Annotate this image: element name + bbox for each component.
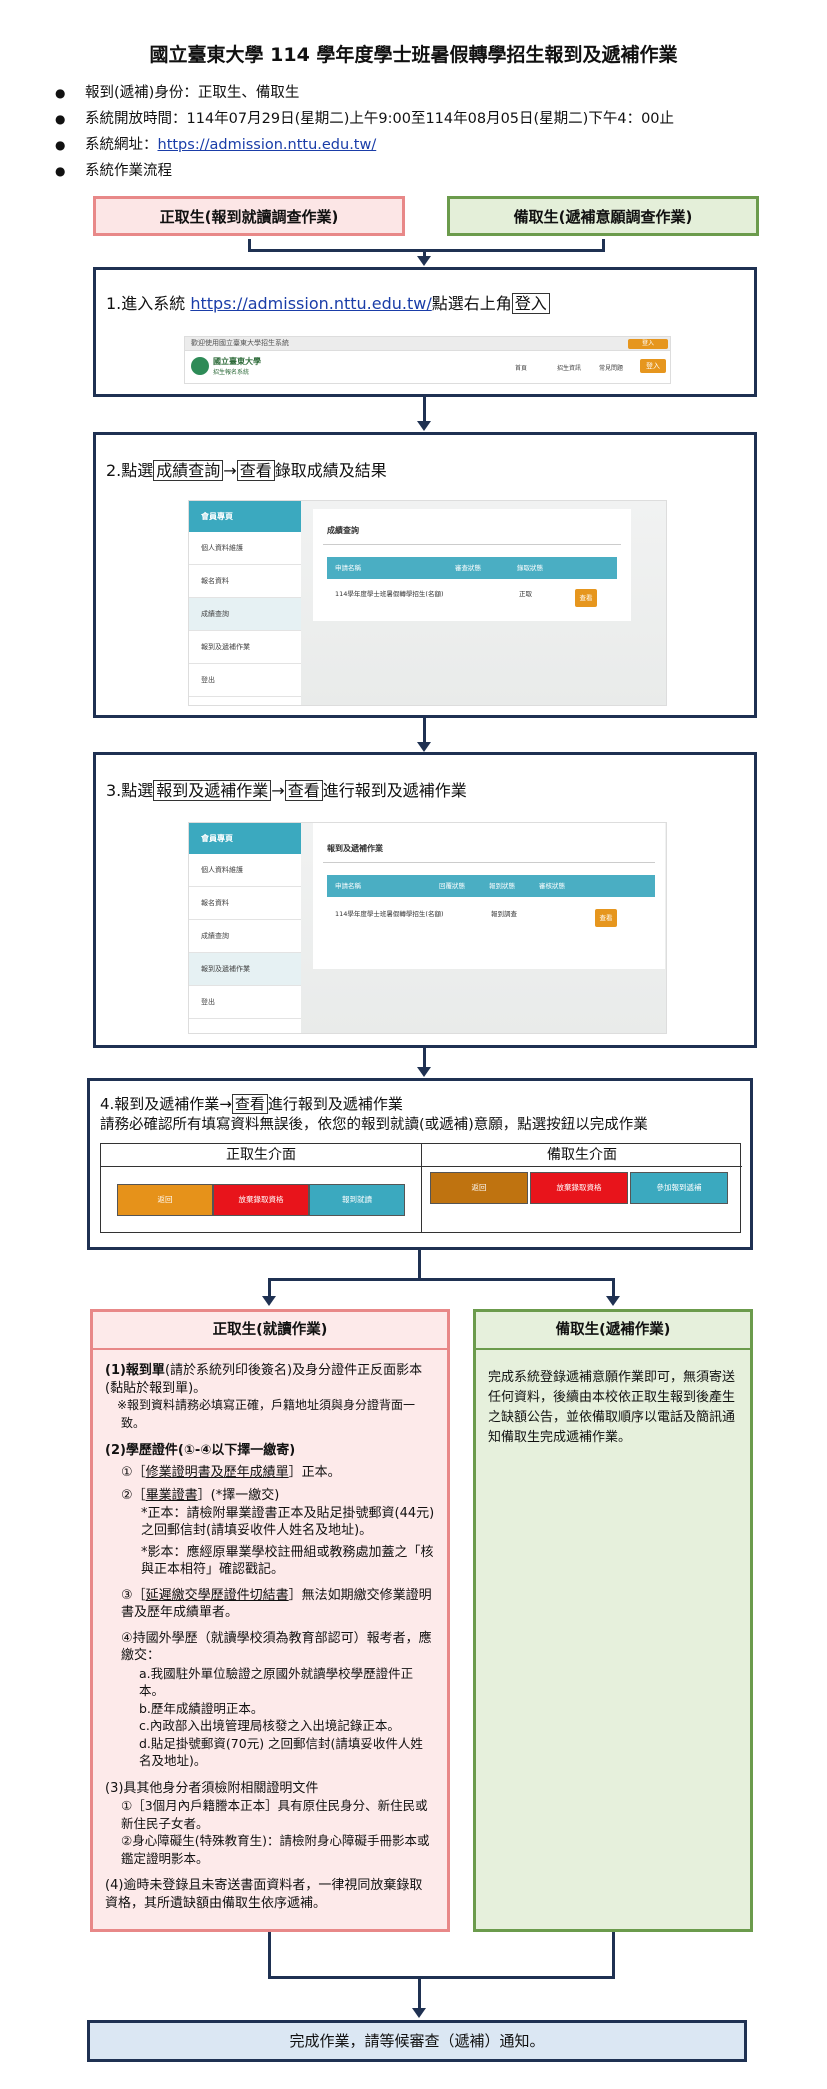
sidebar-item-profile[interactable]: 個人資料維護 xyxy=(189,532,301,565)
waitlist-enrollment-box: 備取生(遞補作業) 完成系統登錄遞補意願作業即可，無須寄送任何資料，後續由本校依… xyxy=(473,1309,753,1932)
table-header: 申請名稱回覆狀態報到狀態審核狀態 xyxy=(327,875,655,897)
step4-line1: 4.報到及遞補作業→查看進行報到及遞補作業 xyxy=(100,1094,403,1114)
step4-line2: 請務必確認所有填寫資料無誤後，依您的報到就讀(或遞補)意願，點選按鈕以完成作業 xyxy=(100,1117,648,1133)
sidebar-header: 會員專頁 xyxy=(189,501,301,532)
waitlist-interface-head: 備取生介面 xyxy=(422,1144,742,1167)
enrollment-panel: 報到及遞補作業 申請名稱回覆狀態報到狀態審核狀態 114學年度學士班暑假轉學招生… xyxy=(313,823,665,969)
req-1-note: ※報到資料請務必填寫正確，戶籍地址須與身分證背面一致。 xyxy=(117,1398,416,1430)
regular-interface-head: 正取生介面 xyxy=(101,1144,421,1167)
req-3-1: ①［3個月內戶籍謄本正本］具有原住民身分、新住民或新住民子女者。 xyxy=(121,1798,428,1831)
mock-nav-1: 首頁 xyxy=(515,365,528,372)
waitlist-forfeit-button[interactable]: 放棄錄取資格 xyxy=(530,1172,628,1204)
system-url-link[interactable]: https://admission.nttu.edu.tw/ xyxy=(157,137,377,153)
member-sidebar: 會員專頁 個人資料維護 報名資料 成績查詢 報到及遞補作業 登出 xyxy=(189,823,301,1033)
req-3: (3)具其他身分者須檢附相關證明文件 xyxy=(105,1780,319,1796)
table-header: 申請名稱審查狀態錄取狀態 xyxy=(327,557,617,579)
step2-box: 2.點選成績查詢→查看錄取成績及結果 會員專頁 個人資料維護 報名資料 成績查詢… xyxy=(93,432,757,718)
mock-topbar-button: 登入 xyxy=(628,339,668,349)
sidebar-item-enrollment[interactable]: 報到及遞補作業 xyxy=(189,953,301,986)
req-2-4-d: d.貼足掛號郵資(70元) 之回郵信封(請填妥收件人姓名及地址)。 xyxy=(139,1735,423,1769)
req-2-2-original: *正本：請檢附畢業證書正本及貼足掛號郵資(44元)之回郵信封(請填妥收件人姓名及… xyxy=(141,1505,435,1539)
sidebar-item-scores[interactable]: 成績查詢 xyxy=(189,598,301,631)
step1-text: 1.進入系統 https://admission.nttu.edu.tw/點選右… xyxy=(106,290,550,314)
page-title: 國立臺東大學 114 學年度學士班暑假轉學招生報到及遞補作業 xyxy=(149,44,678,66)
regular-back-button[interactable]: 返回 xyxy=(117,1184,213,1216)
mock-login-button: 登入 xyxy=(640,359,666,373)
req-2-2: ②［畢業證書］(*擇一繳交) xyxy=(121,1488,280,1503)
waitlist-box-title: 備取生(遞補作業) xyxy=(476,1312,750,1350)
interface-table: 正取生介面 返回 放棄錄取資格 報到就讀 備取生介面 返回 放棄錄取資格 參加報… xyxy=(100,1143,742,1233)
sidebar-item-profile[interactable]: 個人資料維護 xyxy=(189,854,301,887)
mock-logo: 國立臺東大學 xyxy=(213,357,261,366)
step3-screenshot: 會員專頁 個人資料維護 報名資料 成績查詢 報到及遞補作業 登出 報到及遞補作業… xyxy=(188,822,667,1034)
info-time: 系統開放時間：114年07月29日(星期二)上午9:00至114年08月05日(… xyxy=(55,106,775,132)
final-notice: 完成作業，請等候審查（遞補）通知。 xyxy=(87,2020,747,2062)
req-2-1: ①［修業證明書及歷年成績單］正本。 xyxy=(121,1464,341,1480)
member-sidebar: 會員專頁 個人資料維護 報名資料 成績查詢 報到及遞補作業 登出 xyxy=(189,501,301,705)
mock-nav-2: 招生資訊 xyxy=(557,365,582,372)
sidebar-item-application[interactable]: 報名資料 xyxy=(189,565,301,598)
req-2-2-copy: *影本：應經原畢業學校註冊組或教務處加蓋之「核與正本相符」確認戳記。 xyxy=(141,1544,434,1578)
step1-box: 1.進入系統 https://admission.nttu.edu.tw/點選右… xyxy=(93,267,757,397)
waitlist-instructions: 完成系統登錄遞補意願作業即可，無須寄送任何資料，後續由本校依正取生報到後產生之缺… xyxy=(488,1370,736,1445)
req-1: (1)報到單(請於系統列印後簽名)及身分證件正反面影本(黏貼於報到單)。 xyxy=(105,1363,423,1396)
panel-title: 成績查詢 xyxy=(323,513,621,545)
regular-forfeit-button[interactable]: 放棄錄取資格 xyxy=(213,1184,309,1216)
mock-logo-icon xyxy=(191,357,209,375)
waitlist-join-button[interactable]: 參加報到遞補 xyxy=(630,1172,728,1204)
step2-text: 2.點選成績查詢→查看錄取成績及結果 xyxy=(106,460,387,481)
waitlist-back-button[interactable]: 返回 xyxy=(430,1172,528,1204)
mock-topbar: 歡迎使用國立臺東大學招生系統 xyxy=(185,337,670,351)
regular-header: 正取生(報到就讀調查作業) xyxy=(93,196,405,236)
scores-panel: 成績查詢 申請名稱審查狀態錄取狀態 114學年度學士班暑假轉學招生(名額)正取 … xyxy=(313,509,631,621)
req-2: (2)學歷證件(①-④以下擇一繳寄) xyxy=(105,1443,296,1458)
login-label: 登入 xyxy=(511,293,550,314)
step3-box: 3.點選報到及遞補作業→查看進行報到及遞補作業 會員專頁 個人資料維護 報名資料… xyxy=(93,752,757,1048)
sidebar-header: 會員專頁 xyxy=(189,823,301,854)
view-button[interactable]: 查看 xyxy=(575,589,597,607)
sidebar-item-logout[interactable]: 登出 xyxy=(189,664,301,697)
req-2-4-c: c.內政部入出境管理局核發之入出境記錄正本。 xyxy=(139,1718,400,1733)
req-2-3: ③［延遲繳交學歷證件切結書］無法如期繳交修業證明書及歷年成績單者。 xyxy=(121,1587,432,1621)
step1-url-link[interactable]: https://admission.nttu.edu.tw/ xyxy=(190,294,432,313)
sidebar-item-enrollment[interactable]: 報到及遞補作業 xyxy=(189,631,301,664)
info-list: 報到(遞補)身份：正取生、備取生 系統開放時間：114年07月29日(星期二)上… xyxy=(55,80,775,184)
req-4: (4)逾時未登錄且未寄送書面資料者，一律視同放棄錄取資格，其所遺缺額由備取生依序… xyxy=(105,1878,423,1911)
info-url: 系統網址：https://admission.nttu.edu.tw/ xyxy=(55,132,775,158)
regular-enrollment-box: 正取生(就讀作業) (1)報到單(請於系統列印後簽名)及身分證件正反面影本(黏貼… xyxy=(90,1309,450,1932)
waitlist-header: 備取生(遞補意願調查作業) xyxy=(447,196,759,236)
info-url-label: 系統網址： xyxy=(85,137,158,153)
step3-text: 3.點選報到及遞補作業→查看進行報到及遞補作業 xyxy=(106,780,467,801)
req-2-4: ④持國外學歷（就讀學校須為教育部認可）報考者，應繳交： xyxy=(121,1630,432,1664)
req-2-4-b: b.歷年成績證明正本。 xyxy=(139,1700,264,1716)
view-button[interactable]: 查看 xyxy=(595,909,617,927)
regular-enroll-button[interactable]: 報到就讀 xyxy=(309,1184,405,1216)
req-2-4-a: a.我國駐外單位驗證之原國外就讀學校學歷證件正本。 xyxy=(139,1665,414,1699)
sidebar-item-logout[interactable]: 登出 xyxy=(189,986,301,1019)
sidebar-item-scores[interactable]: 成績查詢 xyxy=(189,920,301,953)
req-3-2: ②身心障礙生(特殊教育生)：請檢附身心障礙手冊影本或鑑定證明影本。 xyxy=(121,1833,430,1866)
panel-title: 報到及遞補作業 xyxy=(323,831,655,863)
sidebar-item-application[interactable]: 報名資料 xyxy=(189,887,301,920)
step2-screenshot: 會員專頁 個人資料維護 報名資料 成績查詢 報到及遞補作業 登出 成績查詢 申請… xyxy=(188,500,667,706)
info-identity: 報到(遞補)身份：正取生、備取生 xyxy=(55,80,775,106)
mock-logo-sub: 招生報名系統 xyxy=(213,369,250,376)
regular-box-title: 正取生(就讀作業) xyxy=(93,1312,447,1350)
mock-nav-3: 常見問題 xyxy=(599,365,624,372)
step1-screenshot: 歡迎使用國立臺東大學招生系統 登入 國立臺東大學 招生報名系統 首頁 招生資訊 … xyxy=(184,336,671,384)
info-flow: 系統作業流程 xyxy=(55,158,775,184)
regular-requirements: (1)報到單(請於系統列印後簽名)及身分證件正反面影本(黏貼於報到單)。 ※報到… xyxy=(105,1362,435,1912)
step4-box: 4.報到及遞補作業→查看進行報到及遞補作業 請務必確認所有填寫資料無誤後，依您的… xyxy=(87,1078,753,1250)
